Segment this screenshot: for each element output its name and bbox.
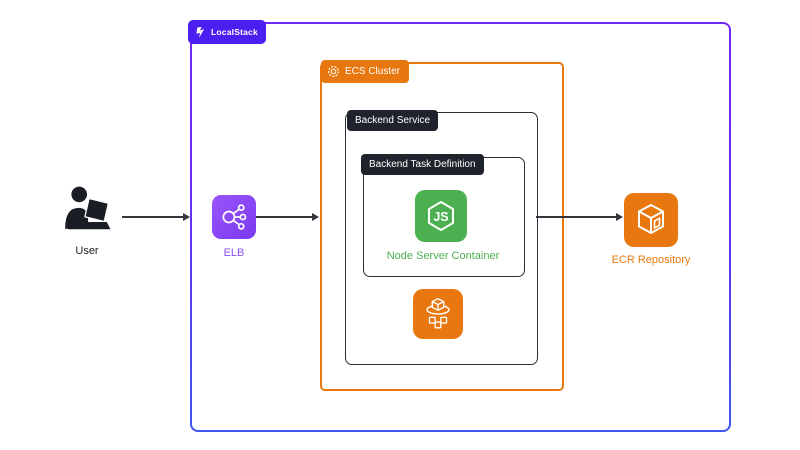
person-at-laptop-icon [65,186,111,230]
node-server-container-label: Node Server Container [386,250,500,262]
svg-text:JS: JS [433,210,448,224]
arrow-head [312,213,319,221]
arrow-user-to-localstack [122,213,190,221]
elb-node [212,195,256,239]
nodejs-hexagon-icon: JS [428,201,454,231]
ecs-service [413,289,463,339]
ecr-repository-node [624,193,678,247]
arrow-shaft [536,216,616,218]
localstack-tab: LocalStack [188,20,266,44]
user-node [62,185,112,235]
container-registry-cube-icon [638,204,664,234]
ecs-cluster-tag: ECS Cluster [321,60,410,83]
elastic-load-balancer-icon [222,204,247,230]
arrow-shaft [256,216,312,218]
ecs-cluster-label: ECS Cluster [345,66,401,77]
arrow-service-to-ecr [536,213,623,221]
elb-label: ELB [223,247,245,259]
ecs-cluster-ring-icon [328,66,339,77]
arrow-elb-to-ecs-cluster [256,213,319,221]
ecs-service-cube-icon [426,298,450,329]
localstack-logo-icon [196,26,205,38]
backend-service-label: Backend Service [347,110,439,131]
arrow-shaft [122,216,183,218]
ecs-cluster-boundary-box [320,62,564,391]
arrow-head [616,213,623,221]
arrow-head [183,213,190,221]
localstack-label: LocalStack [211,27,258,37]
backend-task-definition-label: Backend Task Definition [361,154,484,175]
user-label: User [75,245,99,257]
ecr-repository-label: ECR Repository [611,254,691,266]
node-server-container: JS [415,190,467,242]
